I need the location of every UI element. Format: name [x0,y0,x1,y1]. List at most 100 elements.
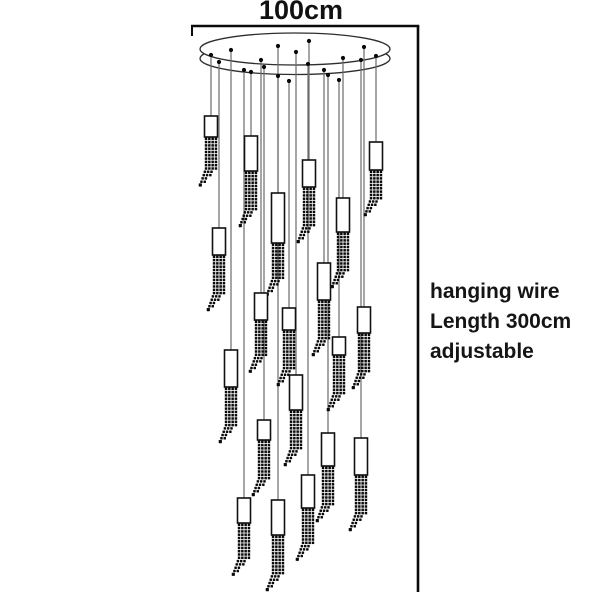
bead [314,346,317,350]
bead [336,242,340,245]
bead [299,233,302,237]
bead [361,511,364,515]
bead [306,190,309,194]
bead [361,350,364,353]
bead [361,495,364,498]
bead [293,446,296,450]
bead [271,538,275,542]
bead [282,333,286,337]
bead [275,558,278,562]
bead [251,493,255,497]
bead [342,381,346,385]
bead [305,531,308,535]
bead [325,489,328,493]
bead [264,353,268,357]
bead [257,443,261,447]
bead [321,499,325,503]
bead [301,541,305,545]
bead [216,268,219,272]
bead [364,492,368,495]
bead [364,508,368,512]
bead [342,372,346,375]
bead [325,473,328,476]
bead [262,483,265,486]
hanging-wire [306,38,312,163]
bead [324,323,327,327]
bead [254,343,258,347]
bead [328,405,331,408]
bead [254,363,258,366]
bead [211,144,214,147]
bead [306,187,309,191]
hanging-wire [241,67,247,501]
bead [298,237,301,240]
bead [354,495,358,498]
bead [234,404,238,407]
bead [261,340,264,343]
bead [336,381,339,385]
pendant-tube [356,306,372,334]
pendant [248,292,269,373]
bead [361,343,364,346]
bead [299,433,303,437]
bead [271,548,275,552]
bead [325,486,328,489]
bead [251,188,254,191]
bead [367,363,371,366]
bead [231,387,234,391]
bead [244,556,247,560]
bead [271,269,275,273]
bead [286,337,289,340]
bead [282,350,286,353]
bead [311,508,315,512]
bead [278,243,281,247]
bead [273,279,277,283]
bead [222,268,226,272]
bead [278,253,281,256]
bead [261,457,264,460]
bead [293,410,296,414]
bead [327,300,331,304]
bead [244,526,247,530]
bead [234,420,238,424]
bead [267,450,271,453]
bead [244,543,247,546]
bead [311,541,315,545]
bead [311,353,315,357]
bead [250,211,253,214]
bead [275,263,278,266]
bead [331,502,335,506]
bead [237,523,241,527]
bead [281,548,285,552]
bead [198,183,202,187]
bead [219,262,222,265]
bead [281,561,285,565]
bead [343,242,346,245]
bead [231,410,234,414]
bead [281,256,285,260]
bead [220,437,223,440]
bead [331,473,335,476]
bead [293,436,296,440]
bead [261,327,264,330]
bead [336,362,339,365]
bead [332,378,336,382]
bead [244,201,248,204]
bead [358,475,361,479]
bead [361,369,364,373]
bead [286,347,289,350]
bead [245,214,249,217]
bead [251,181,254,184]
bead [361,485,364,488]
bead [361,505,364,508]
bead [336,268,340,272]
bead [376,177,379,180]
bead [328,489,331,493]
bead [379,190,383,193]
bead [286,343,289,347]
bead [293,433,296,437]
bead [261,463,264,467]
bead [336,388,339,392]
bead [234,413,238,417]
pendant [295,474,316,561]
